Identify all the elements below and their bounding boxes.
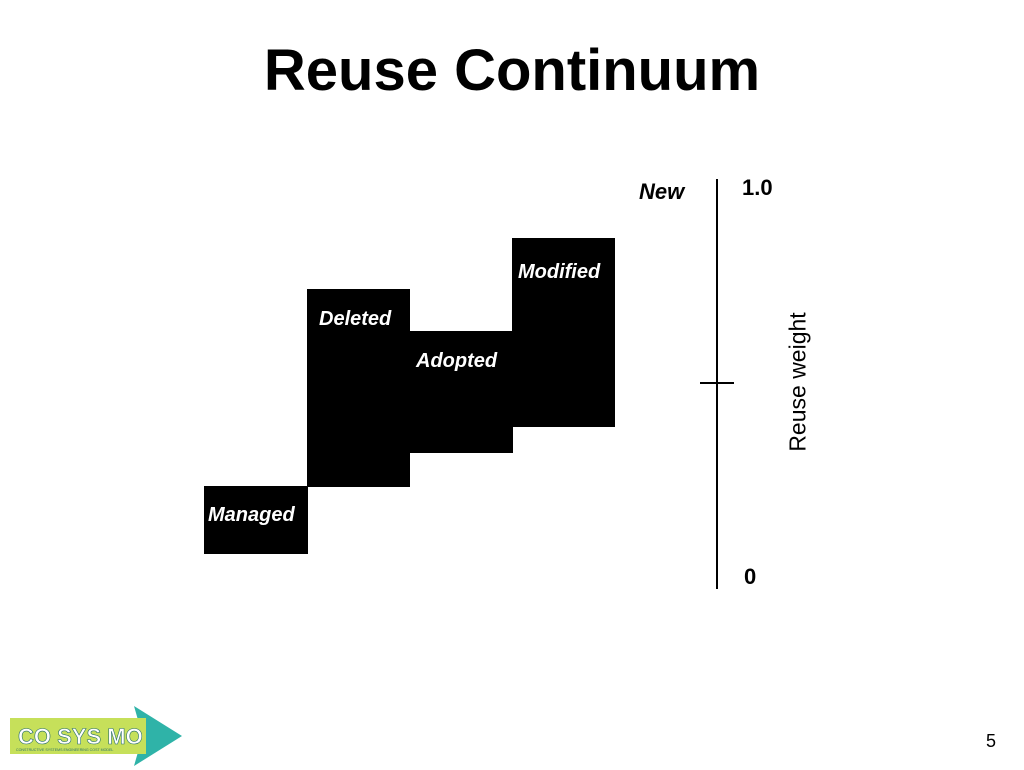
axis-midpoint-tick bbox=[700, 382, 734, 384]
slide-title: Reuse Continuum bbox=[263, 38, 761, 103]
adopted-block bbox=[409, 331, 513, 453]
axis-title: Reuse weight bbox=[784, 312, 811, 452]
logo-text: CO SYS MO bbox=[18, 724, 143, 749]
page-number: 5 bbox=[985, 731, 996, 751]
modified-block bbox=[512, 238, 615, 427]
logo-subtitle: CONSTRUCTIVE SYSTEMS ENGINEERING COST MO… bbox=[16, 748, 113, 752]
axis-min-label: 0 bbox=[744, 564, 757, 589]
new-label: New bbox=[639, 179, 685, 204]
modified-label: Modified bbox=[518, 261, 601, 283]
deleted-block bbox=[307, 289, 410, 487]
cosysmo-logo: CO SYS MO CONSTRUCTIVE SYSTEMS ENGINEERI… bbox=[10, 706, 182, 766]
managed-block bbox=[204, 486, 308, 554]
deleted-label: Deleted bbox=[319, 308, 392, 330]
reuse-weight-axis bbox=[716, 179, 718, 589]
adopted-label: Adopted bbox=[416, 350, 498, 372]
logo-box bbox=[10, 718, 146, 754]
axis-max-label: 1.0 bbox=[742, 175, 773, 200]
managed-label: Managed bbox=[208, 504, 295, 526]
